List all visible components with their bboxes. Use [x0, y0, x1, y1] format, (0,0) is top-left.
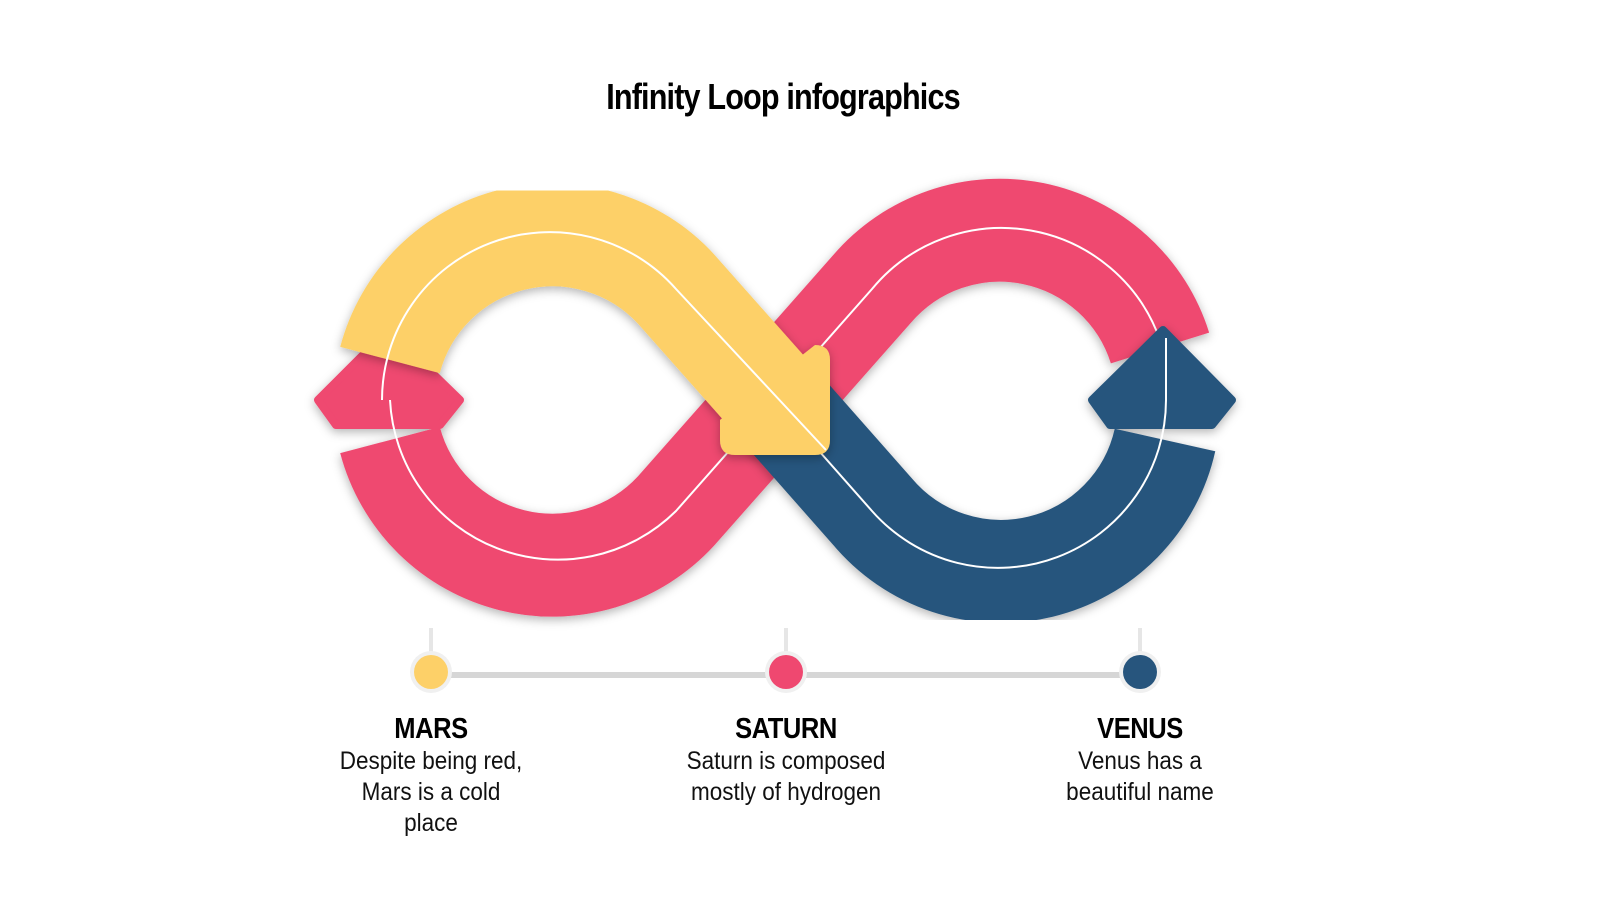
timeline-marker-venus: [1119, 628, 1161, 693]
yellow-guide-line: [381, 231, 827, 451]
saturn-label: SATURN Saturn is composed mostly of hydr…: [636, 713, 936, 808]
yellow-loop-segment: [340, 183, 830, 455]
blue-arrowhead: [1088, 326, 1236, 429]
timeline-marker-saturn: [765, 628, 807, 693]
pink-guide-line: [389, 226, 1161, 561]
saturn-desc-line-2: mostly of hydrogen: [690, 778, 882, 806]
pink-arrowhead: [314, 326, 464, 429]
mars-desc-line-3: place: [404, 809, 458, 837]
venus-desc-line-1: Venus has a: [1078, 747, 1202, 775]
blue-guide-line: [773, 338, 1167, 569]
mars-desc-line-1: Despite being red,: [339, 747, 523, 775]
mars-label: MARS Despite being red, Mars is a cold p…: [281, 713, 581, 839]
timeline-marker-mars: [410, 628, 452, 693]
venus-title: VENUS: [1097, 713, 1183, 745]
page-title: Infinity Loop infographics: [606, 76, 960, 117]
venus-desc-line-2: beautiful name: [1066, 778, 1214, 806]
saturn-title: SATURN: [735, 713, 837, 745]
mars-title: MARS: [394, 713, 468, 745]
mars-desc-line-2: Mars is a cold: [361, 778, 501, 806]
saturn-desc-line-1: Saturn is composed: [686, 747, 886, 775]
venus-label: VENUS Venus has a beautiful name: [990, 713, 1290, 808]
yellow-arrowhead: [720, 345, 830, 455]
blue-loop-segment: [735, 326, 1236, 623]
